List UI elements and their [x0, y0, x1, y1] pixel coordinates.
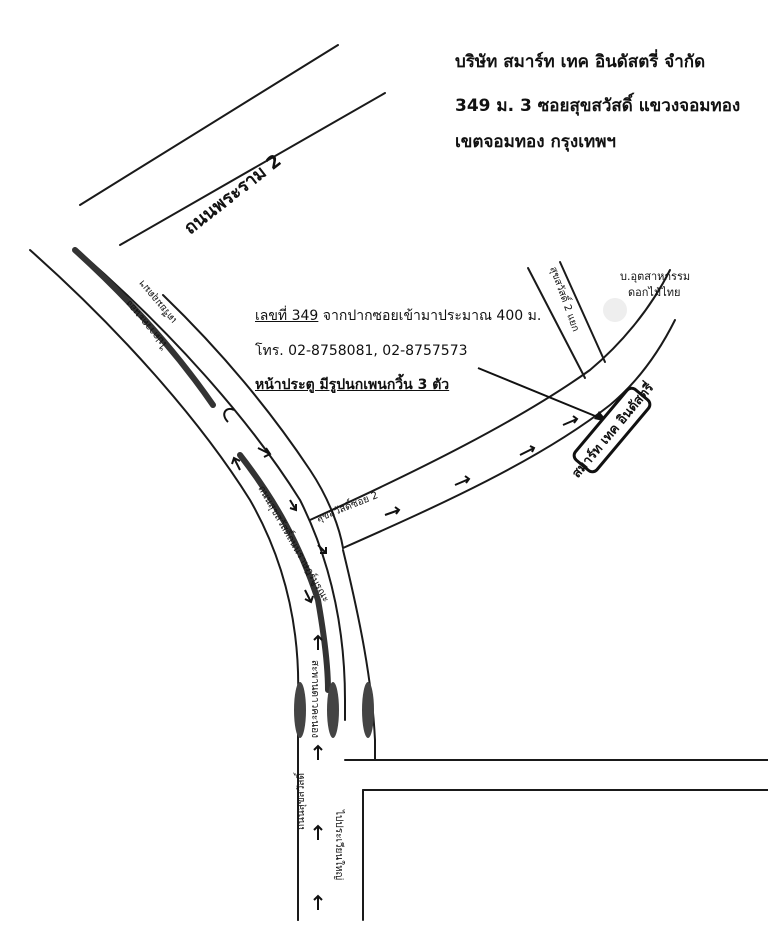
- side-soi-right: [559, 261, 606, 363]
- median-lower: [237, 452, 331, 693]
- bridge-pillar-left: [294, 682, 306, 738]
- route-arrows: [223, 408, 579, 910]
- main-road-left-edge: [29, 249, 300, 921]
- company-name: บริษัท สมาร์ท เทค อินดัสตรี่ จำกัด: [455, 52, 706, 72]
- note-address-prefix: เลขที่ 349: [255, 308, 319, 324]
- main-road-label: ถนนสุขสวัสดิ์ถนนราษฎร์บูรณะ: [255, 483, 333, 605]
- bridge-pillar-mid: [327, 682, 339, 738]
- note-address: เลขที่ 349 จากปากซอยเข้ามาประมาณ 400 ม.: [255, 305, 541, 327]
- company-address-1: 349 ม. 3 ซอยสุขสวัสดิ์ แขวงจอมทอง: [455, 96, 741, 116]
- pointer-arrow-line: [477, 367, 601, 419]
- soi2-edge-top: [309, 269, 671, 521]
- destination-label: สมาร์ท เทค อินดัสตรี่: [567, 379, 657, 481]
- main-road-right-edge: [74, 247, 346, 721]
- rama2-edge-bottom: [119, 92, 386, 246]
- rama2-edge-top: [79, 44, 339, 206]
- note-phone: โทร. 02-8758081, 02-8757573: [255, 343, 468, 359]
- destination-marker: สมาร์ท เทค อินดัสตรี่: [567, 379, 657, 481]
- sukhsawat-label: ถนนสุขสวัสดิ์: [293, 771, 307, 830]
- factory-label-2: ดอกไม้ไทย: [628, 286, 680, 299]
- soi2-edge-bottom: [342, 319, 676, 549]
- note-address-rest: จากปากซอยเข้ามาประมาณ 400 ม.: [318, 308, 542, 324]
- main-road-right-edge-2: [162, 294, 344, 549]
- factory-blob: [603, 298, 627, 322]
- company-address-2: เขตจอมทอง กรุงเทพฯ: [455, 132, 616, 152]
- main-road-outer-edge: [342, 549, 376, 761]
- bridge-label: สะพานดาวคะนอง: [309, 660, 320, 738]
- note-gate: หน้าประตู มีรูปนกเพนกวิ้น 3 ตัว: [255, 377, 450, 393]
- side-soi-left: [527, 267, 586, 379]
- bridge-pillar-right: [362, 682, 374, 738]
- factory-label: บ.อุตสาหกรรม: [620, 270, 690, 283]
- rama2-label: ถนนพระราม 2: [180, 150, 285, 239]
- median-upper: [72, 247, 216, 408]
- pracha-label: ไปประเวียนใหญ่: [333, 809, 345, 880]
